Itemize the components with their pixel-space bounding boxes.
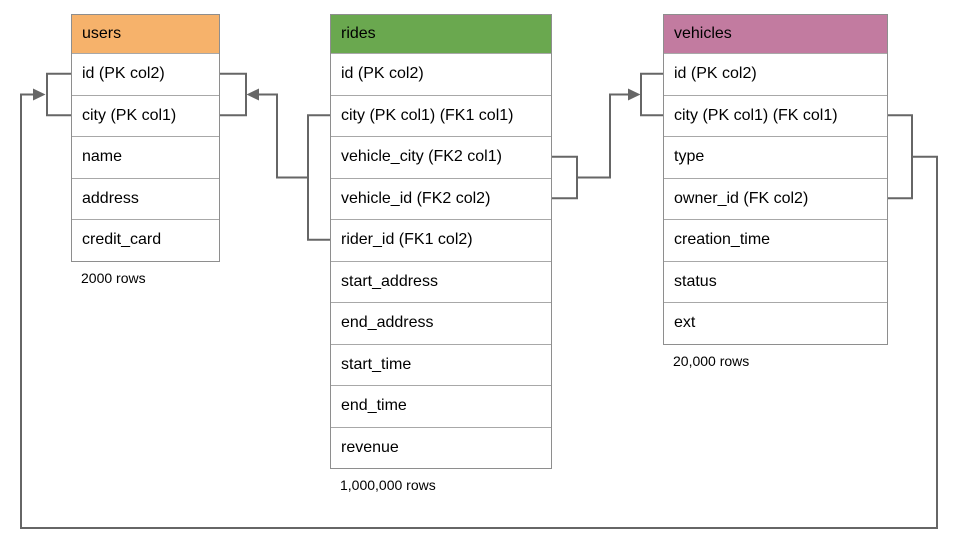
relationship-rides-to-users: [220, 72, 330, 241]
relationship-vehicles-to-users: [20, 72, 938, 529]
relationship-rides-to-vehicles: [552, 72, 663, 200]
table-vehicles-column-creation-time: creation_time: [664, 219, 887, 261]
table-users-column-credit-card: credit_card: [72, 219, 219, 261]
arrowhead-into-vehicles-left: [628, 88, 641, 101]
table-vehicles-column-ext: ext: [664, 302, 887, 344]
rides-fk2-bracket-line: [552, 93, 628, 200]
vehicles-fk-bracket-line: [20, 93, 938, 529]
table-users-column-city: city (PK col1): [72, 94, 219, 136]
table-rides-column-rider-id: rider_id (FK1 col2): [331, 219, 551, 261]
table-rides-column-start-address: start_address: [331, 260, 551, 302]
table-rides-column-end-address: end_address: [331, 302, 551, 344]
table-users-column-id: id (PK col2): [72, 53, 219, 95]
table-rides-column-vehicle-id: vehicle_id (FK2 col2): [331, 177, 551, 219]
table-vehicles-column-type: type: [664, 136, 887, 178]
table-vehicles-column-city: city (PK col1) (FK col1): [664, 94, 887, 136]
table-rides-column-city: city (PK col1) (FK1 col1): [331, 94, 551, 136]
vehicles-pk-bracket-left: [640, 72, 663, 117]
table-vehicles-column-id: id (PK col2): [664, 53, 887, 95]
table-group-rides: rides id (PK col2) city (PK col1) (FK1 c…: [330, 14, 552, 493]
table-users-column-name: name: [72, 136, 219, 178]
arrowhead-into-users-right: [246, 88, 259, 101]
table-rides-column-end-time: end_time: [331, 385, 551, 427]
table-rides-row-count: 1,000,000 rows: [340, 477, 436, 493]
table-users-header: users: [72, 15, 219, 53]
table-users-row-count: 2000 rows: [81, 269, 146, 286]
table-vehicles-column-owner-id: owner_id (FK col2): [664, 177, 887, 219]
arrowhead-into-users-left: [33, 88, 46, 101]
table-vehicles: vehicles id (PK col2) city (PK col1) (FK…: [663, 14, 888, 345]
table-users: users id (PK col2) city (PK col1) name a…: [71, 14, 220, 262]
rides-fk1-bracket-line: [259, 93, 330, 241]
table-group-vehicles: vehicles id (PK col2) city (PK col1) (FK…: [663, 14, 888, 369]
table-vehicles-row-count: 20,000 rows: [673, 352, 750, 369]
table-users-column-address: address: [72, 177, 219, 219]
table-rides-column-vehicle-city: vehicle_city (FK2 col1): [331, 136, 551, 178]
users-pk-bracket-left: [46, 72, 71, 117]
table-rides: rides id (PK col2) city (PK col1) (FK1 c…: [330, 14, 552, 469]
table-vehicles-column-status: status: [664, 260, 887, 302]
table-rides-column-id: id (PK col2): [331, 53, 551, 95]
table-group-users: users id (PK col2) city (PK col1) name a…: [71, 14, 220, 286]
table-rides-column-revenue: revenue: [331, 426, 551, 468]
table-rides-header: rides: [331, 15, 551, 53]
table-vehicles-header: vehicles: [664, 15, 887, 53]
table-rides-column-start-time: start_time: [331, 343, 551, 385]
users-pk-bracket-right: [220, 72, 247, 117]
